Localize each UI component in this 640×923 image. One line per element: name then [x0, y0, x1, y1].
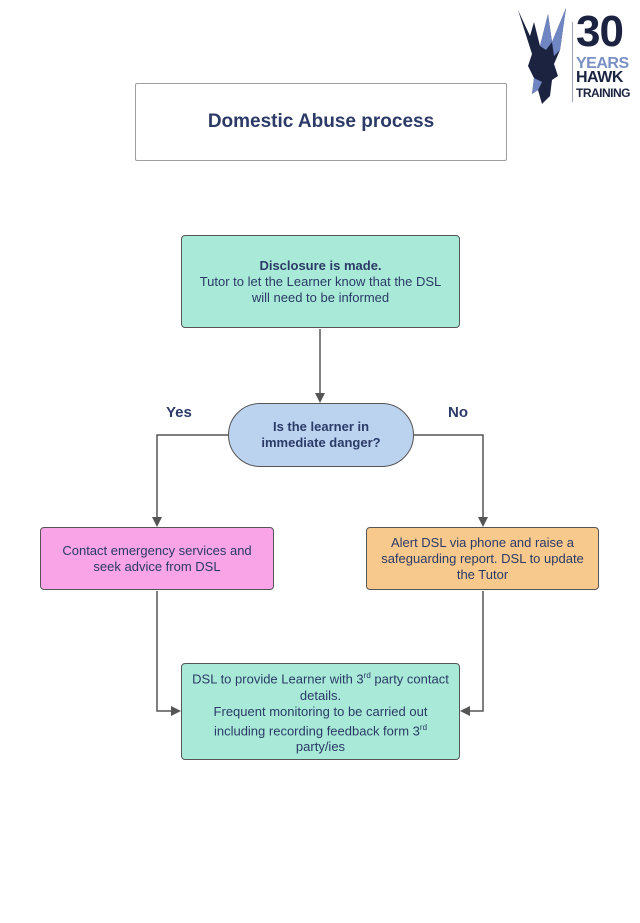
logo-number: 30	[576, 7, 624, 56]
logo-divider	[572, 22, 573, 102]
diagram-title: Domestic Abuse process	[135, 83, 507, 161]
no-label: No	[448, 404, 468, 421]
emergency-node: Contact emergency services and seek advi…	[40, 527, 274, 590]
hawk-training-logo: 30 YEARS HAWK TRAINING	[512, 6, 638, 106]
alert-dsl-node: Alert DSL via phone and raise a safeguar…	[366, 527, 599, 590]
disclosure-heading: Disclosure is made.	[259, 257, 382, 273]
edge-danger-yes	[152, 434, 228, 527]
edge-alert-to-provide	[460, 591, 484, 716]
provide-line-1: DSL to provide Learner with 3rd party co…	[192, 671, 449, 703]
disclosure-node: Disclosure is made. Tutor to let the Lea…	[181, 235, 460, 328]
danger-decision-node: Is the learner in immediate danger?	[228, 403, 414, 467]
logo-years: YEARS	[576, 55, 629, 72]
disclosure-text: Tutor to let the Learner know that the D…	[199, 273, 442, 305]
alert-dsl-text: Alert DSL via phone and raise a safeguar…	[381, 534, 584, 582]
edge-emergency-to-provide	[156, 591, 181, 716]
hawk-icon	[518, 8, 566, 104]
yes-label: Yes	[166, 404, 192, 421]
provide-details-node: DSL to provide Learner with 3rd party co…	[181, 663, 460, 760]
edge-danger-no	[414, 434, 488, 527]
danger-decision-text: Is the learner in immediate danger?	[261, 419, 381, 450]
provide-line-2: Frequent monitoring to be carried out in…	[213, 703, 428, 754]
logo-hawk: HAWK	[576, 69, 623, 86]
diagram-title-text: Domestic Abuse process	[207, 111, 435, 132]
emergency-text: Contact emergency services and seek advi…	[62, 542, 252, 574]
logo-training: TRAINING	[576, 86, 631, 100]
